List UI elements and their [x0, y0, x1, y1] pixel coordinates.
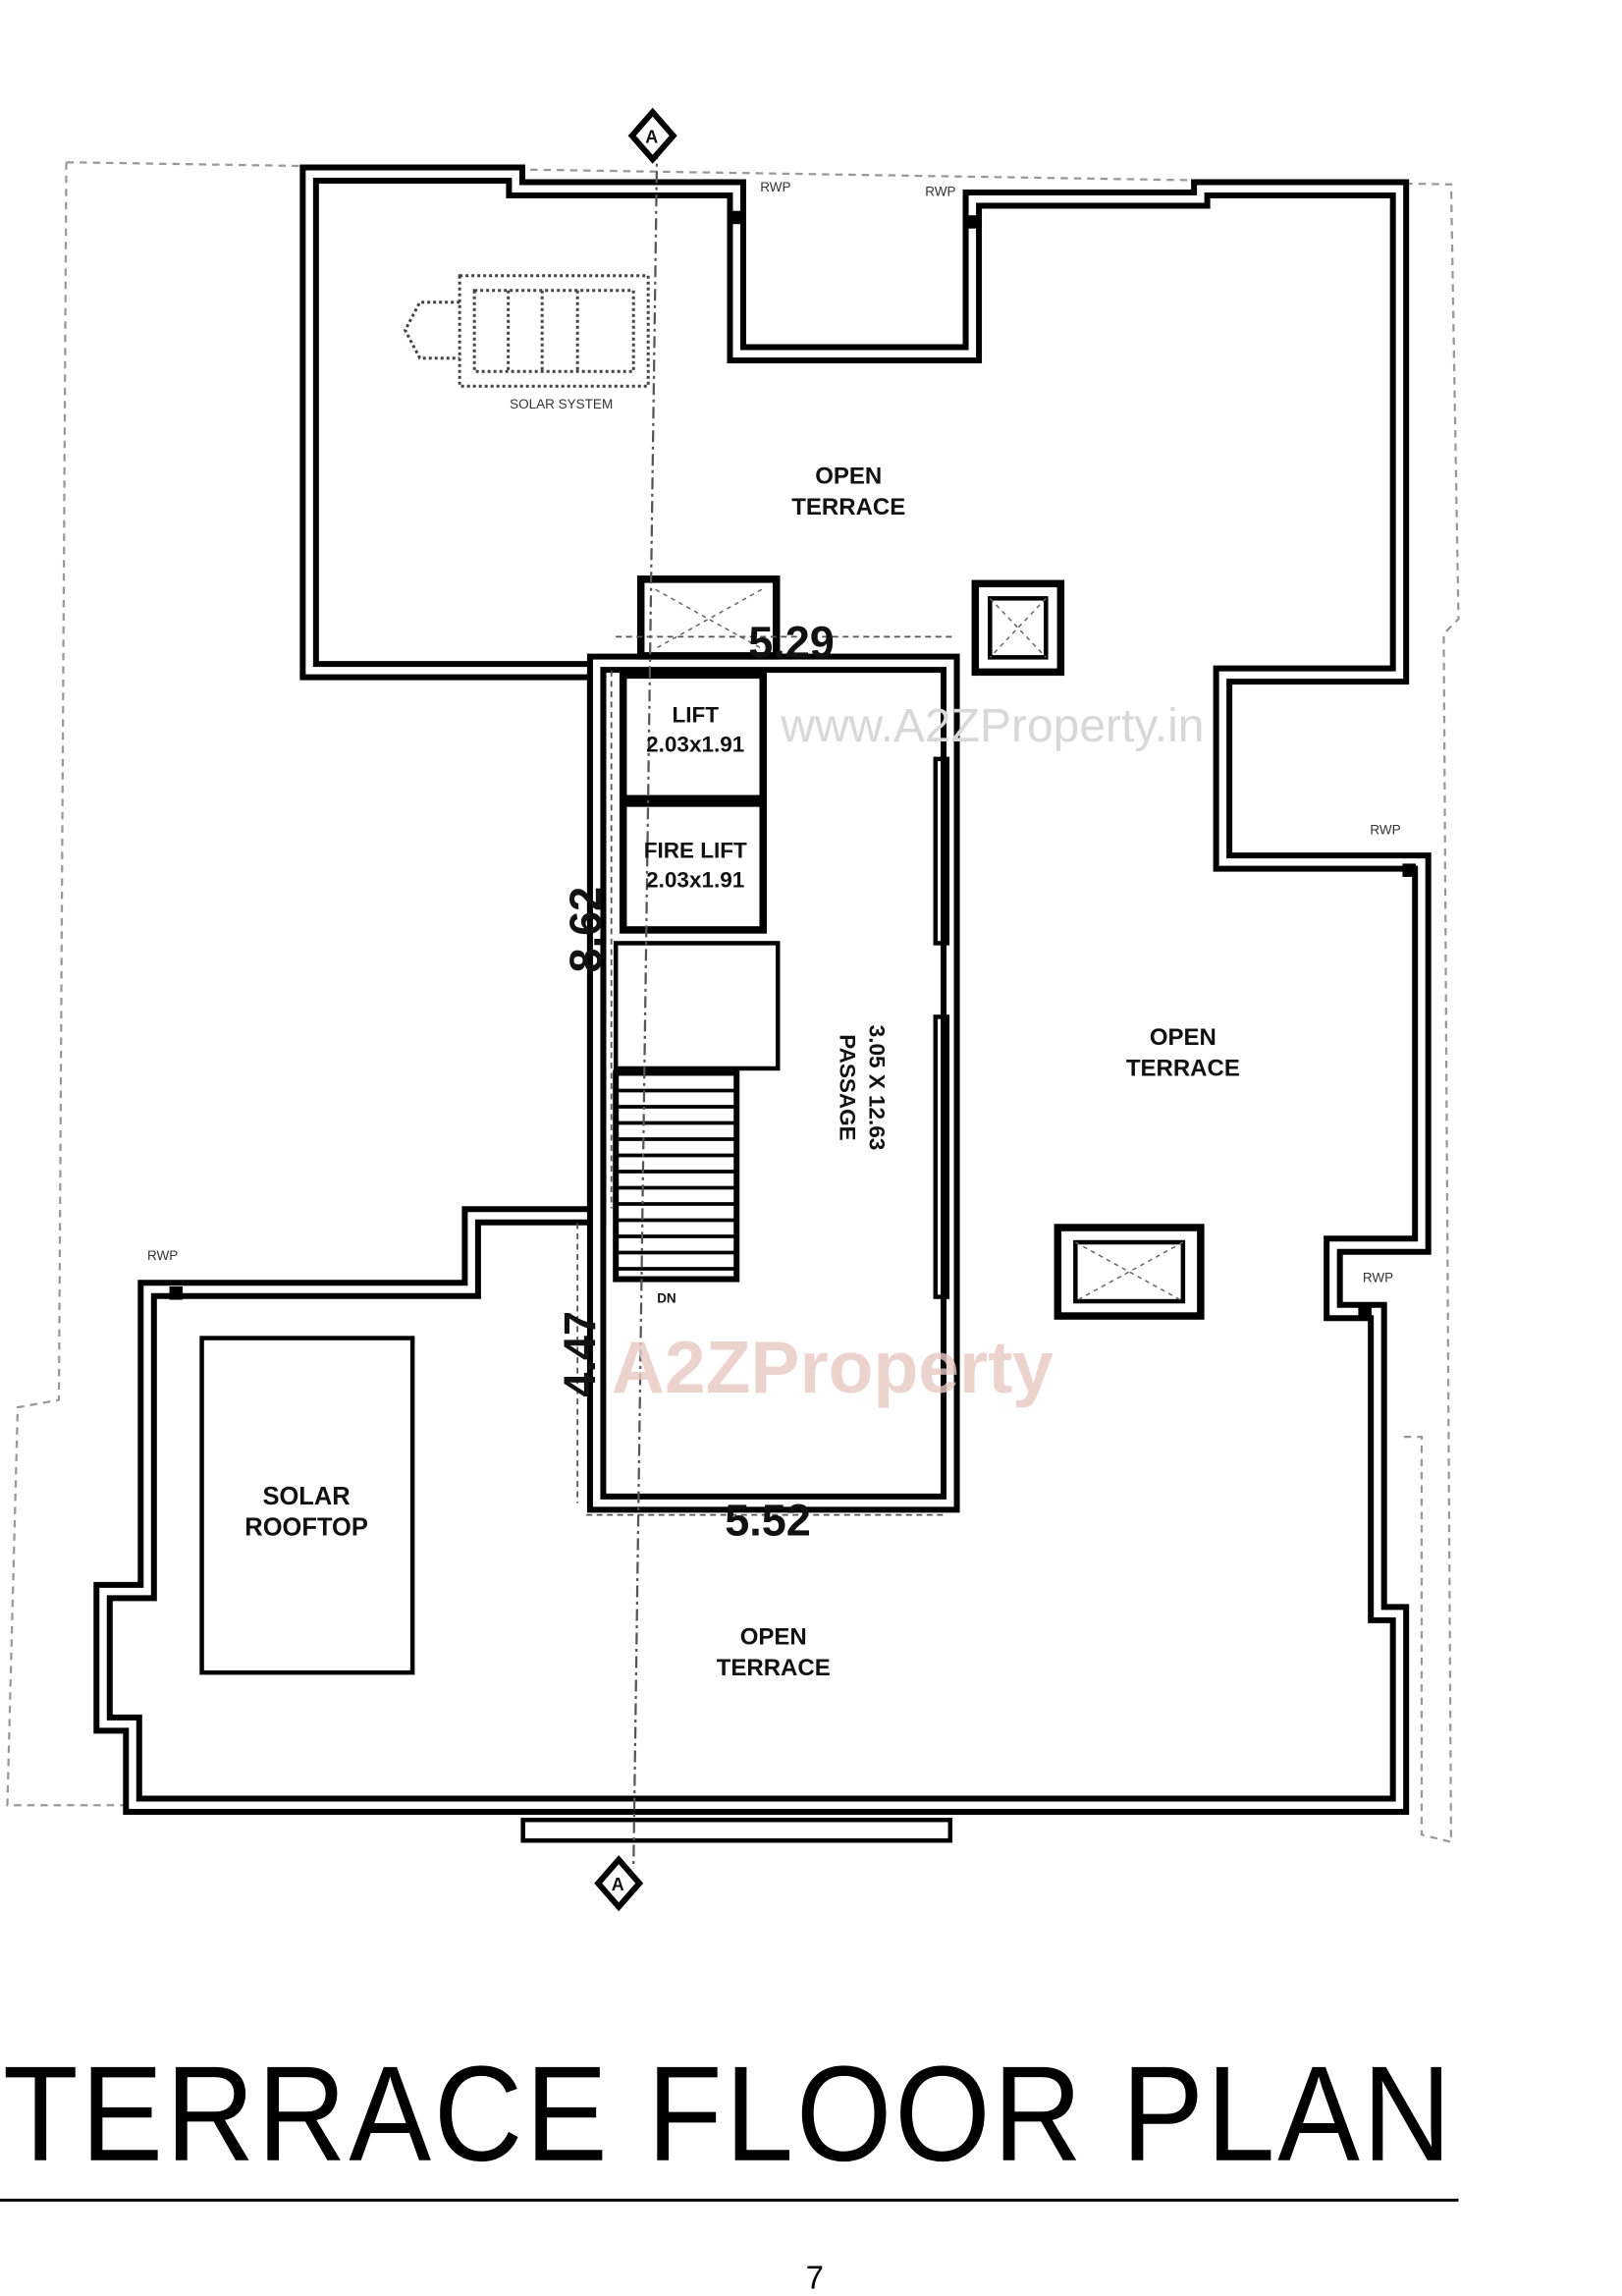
svg-text:RWP: RWP [1370, 822, 1400, 837]
rain-water-pipes: RWP RWP RWP RWP RWP [147, 180, 1416, 1317]
section-marker-bottom: A [594, 1855, 644, 1912]
dimension-lines [576, 635, 955, 1516]
solar-rooftop-area [199, 1336, 415, 1675]
svg-text:RWP: RWP [925, 185, 955, 199]
watermark-url: www.A2ZProperty.in [780, 700, 1204, 752]
svg-text:A: A [612, 1875, 624, 1894]
duct-top-right [971, 579, 1065, 677]
svg-text:A: A [645, 128, 658, 147]
section-line [632, 147, 659, 1869]
section-marker-top: A [627, 107, 677, 164]
svg-text:RWP: RWP [1363, 1271, 1393, 1285]
solar-system-panel-icon [403, 274, 650, 388]
dimension-left-lower: 4.47 [555, 1311, 605, 1397]
plot-boundary [66, 161, 1460, 1844]
duct-right [1054, 1224, 1205, 1320]
staircase [613, 1069, 740, 1283]
dimension-bottom: 5.52 [725, 1496, 811, 1546]
dimension-left-upper: 8.62 [561, 887, 611, 973]
solar-system-label: SOLAR SYSTEM [510, 397, 613, 411]
passage-core [586, 653, 960, 1513]
svg-text:RWP: RWP [147, 1248, 178, 1263]
stair-down-label: DN [657, 1291, 676, 1306]
page-title: TERRACE FLOOR PLAN [3, 2039, 1454, 2190]
duct-top-left [636, 575, 781, 660]
terrace-walls [93, 164, 1432, 1843]
plot-boundary-left [6, 162, 134, 1807]
stair-frame [613, 1069, 740, 1283]
dimension-top: 5.29 [748, 617, 835, 667]
svg-text:RWP: RWP [760, 180, 790, 194]
watermark-logo: A2ZProperty [612, 1326, 1054, 1408]
page-number: 7 [806, 2259, 824, 2295]
